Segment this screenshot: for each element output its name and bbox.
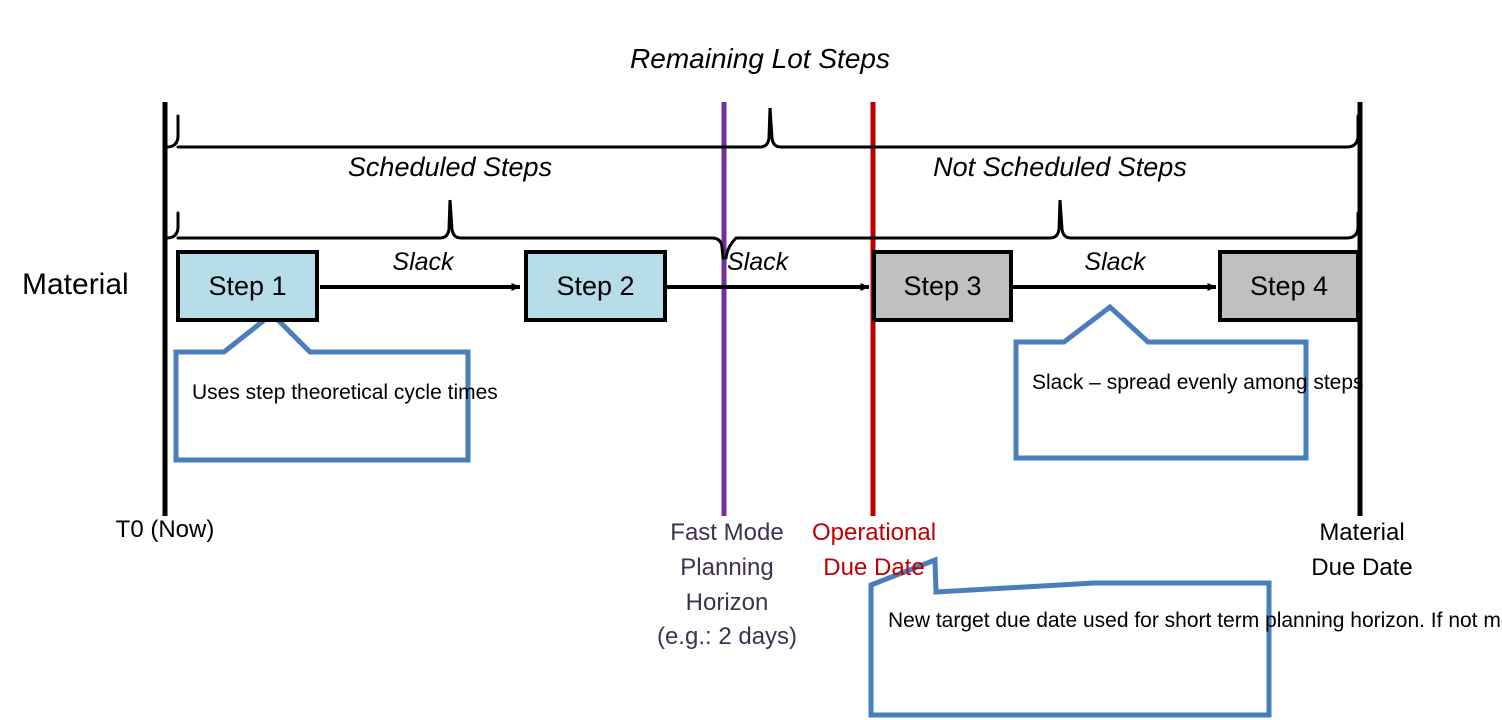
step-box-4-label: Step 4: [1249, 270, 1329, 301]
callout-new-target-text: New target due date used for short term …: [888, 609, 1502, 632]
brace-remaining-lot-steps: [165, 107, 1360, 149]
callout-new-target-shape: [868, 556, 1272, 718]
step-box-3[interactable]: Step 3: [872, 250, 1013, 322]
brace-scheduled-steps: [165, 199, 725, 260]
step-box-1[interactable]: Step 1: [176, 250, 319, 322]
callout-theoretical-text: Uses step theoretical cycle times: [192, 381, 498, 404]
step-box-2[interactable]: Step 2: [524, 250, 667, 322]
milestone-label-fast-mode: Fast Mode Planning Horizon (e.g.: 2 days…: [656, 519, 798, 651]
slack-label-2: Slack: [727, 248, 789, 276]
callout-slack-spread-shape: [1013, 303, 1309, 461]
slack-label-3: Slack: [1084, 248, 1146, 276]
slack-label-1: Slack: [392, 248, 454, 276]
callout-theoretical-shape: [173, 310, 471, 463]
brace-not-scheduled-steps: [724, 199, 1360, 260]
row-label-material: Material: [22, 268, 129, 301]
step-box-1-label: Step 1: [208, 270, 287, 301]
step-box-4[interactable]: Step 4: [1218, 250, 1360, 322]
milestone-label-operational-due-date: Operational Due Date: [811, 519, 937, 581]
diagram-title: Remaining Lot Steps: [630, 43, 890, 74]
milestone-label-material-due-date: Material Due Date: [1311, 519, 1413, 581]
callout-slack-spread-text: Slack – spread evenly among steps: [1032, 371, 1364, 394]
step-box-2-label: Step 2: [556, 270, 635, 301]
brace-label-scheduled-steps: Scheduled Steps: [347, 152, 553, 182]
brace-label-not-scheduled-steps: Not Scheduled Steps: [933, 152, 1187, 182]
milestone-label-t0: T0 (Now): [115, 516, 215, 543]
step-box-3-label: Step 3: [903, 270, 982, 301]
